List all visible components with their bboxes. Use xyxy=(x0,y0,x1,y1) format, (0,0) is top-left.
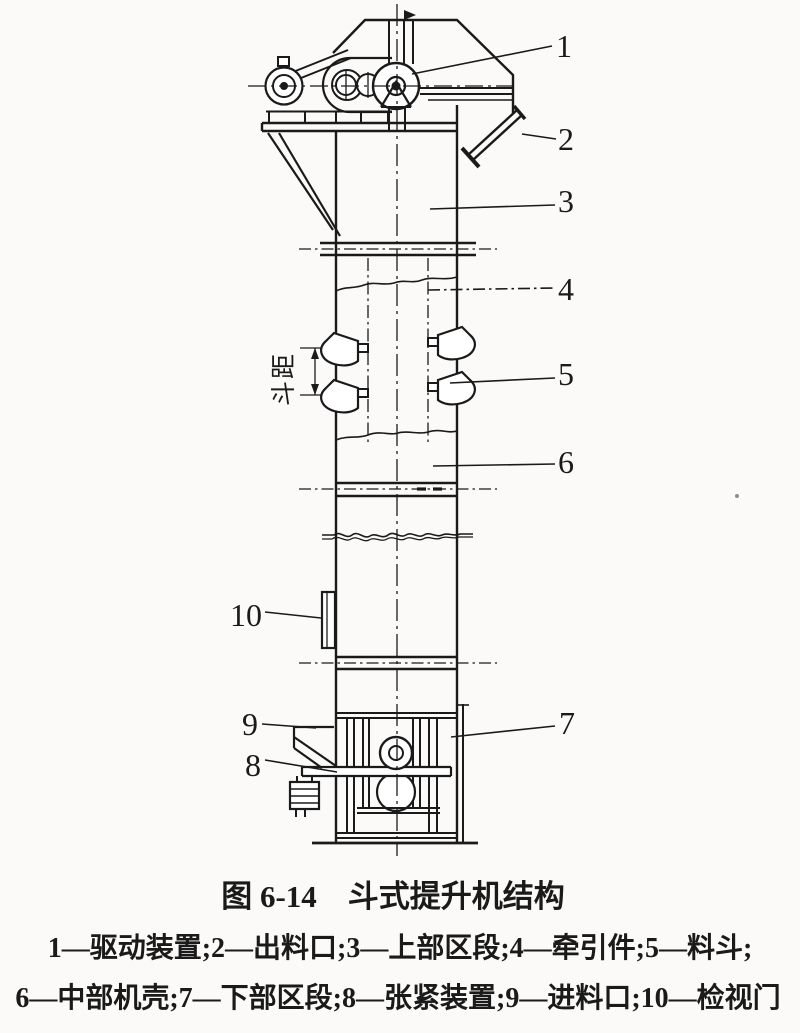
leader-3 xyxy=(429,204,556,210)
boot-pulley-lower xyxy=(375,771,417,813)
callout-5: 5 xyxy=(558,356,574,392)
bucket-left-top xyxy=(320,331,360,367)
buckets xyxy=(320,325,476,414)
traction-strand-lines xyxy=(367,258,429,443)
leader-5 xyxy=(449,377,556,384)
flange-joint-lower xyxy=(299,655,497,671)
figure-caption: 图 6-14 斗式提升机结构 xyxy=(221,879,565,914)
bucket-left-bottom xyxy=(320,378,360,414)
bucket-pitch-dimension: 斗距 xyxy=(271,347,354,406)
callout-6: 6 xyxy=(558,444,574,480)
callout-4: 4 xyxy=(558,271,574,307)
leader-9 xyxy=(261,723,317,729)
break-line-lower xyxy=(335,429,458,441)
casing-walls xyxy=(334,105,459,843)
leader-10 xyxy=(264,611,322,619)
callout-2: 2 xyxy=(558,121,574,157)
callout-8: 8 xyxy=(245,747,261,783)
drive-unit xyxy=(264,49,421,131)
boot-pulley-upper xyxy=(378,735,414,771)
leader-2 xyxy=(521,133,557,140)
flange-joint-middle xyxy=(299,481,497,498)
callout-9: 9 xyxy=(242,706,258,742)
dimension-arrow-up-icon xyxy=(311,348,319,359)
tension-bar xyxy=(296,765,453,782)
callout-10: 10 xyxy=(230,597,262,633)
feed-inlet-hopper xyxy=(292,725,337,769)
callout-3: 3 xyxy=(558,183,574,219)
motor xyxy=(264,56,304,106)
head-platform xyxy=(260,121,457,133)
leader-4 xyxy=(427,287,556,291)
callout-7: 7 xyxy=(559,705,575,741)
dimension-arrow-down-icon xyxy=(311,384,319,395)
belt-flag-icon xyxy=(404,10,416,20)
support-braces xyxy=(267,132,341,237)
bucket-bracket xyxy=(357,343,369,353)
legend-line-1: 1—驱动装置;2—出料口;3—上部区段;4—牵引件;5—料斗; xyxy=(48,931,753,964)
photo-artifact-dot xyxy=(735,494,739,498)
flange-joint-upper xyxy=(299,241,497,257)
head-housing xyxy=(332,10,515,114)
gearbox-housing xyxy=(321,56,351,114)
leader-8 xyxy=(264,759,338,773)
boot-section xyxy=(288,704,478,845)
break-line-upper xyxy=(335,276,458,292)
bucket-right-bottom xyxy=(436,370,476,406)
leader-1 xyxy=(411,45,553,75)
bucket-bracket xyxy=(357,388,369,398)
bucket-bracket xyxy=(427,337,439,347)
inspection-door xyxy=(320,590,337,650)
dimension-label: 斗距 xyxy=(271,352,298,406)
discharge-chute xyxy=(460,104,527,169)
legend-line-2: 6—中部机壳;7—下部区段;8—张紧装置;9—进料口;10—检视门 xyxy=(15,981,780,1014)
guide-channel xyxy=(457,704,469,842)
leader-6 xyxy=(432,463,556,467)
callout-numbers: 1 2 3 4 5 6 7 8 9 10 xyxy=(230,28,575,783)
callout-leaders xyxy=(261,45,557,773)
bucket-right-top xyxy=(436,325,476,361)
caption: 图 6-14 斗式提升机结构 1—驱动装置;2—出料口;3—上部区段;4—牵引件… xyxy=(15,879,780,1014)
bucket-bracket xyxy=(427,382,439,392)
tension-screw-block xyxy=(288,780,321,817)
callout-1: 1 xyxy=(556,28,572,64)
leader-7 xyxy=(450,725,556,738)
centerlines xyxy=(248,4,514,856)
